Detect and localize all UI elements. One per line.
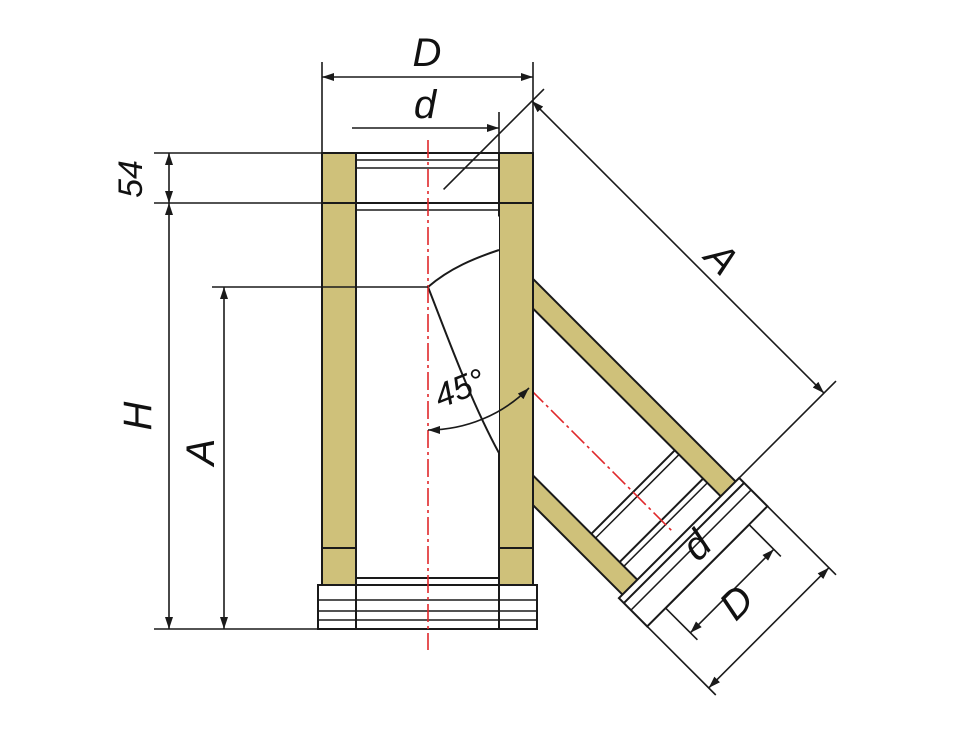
- branch-opening-curve: [427, 249, 500, 288]
- dim-branch-D-line: [708, 567, 830, 689]
- main-pipe: [317, 140, 538, 650]
- label-54: 54: [112, 160, 150, 198]
- dim-branch-d-ext-top: [748, 524, 782, 557]
- label-H: H: [116, 401, 160, 430]
- label-D-branch: D: [711, 577, 763, 629]
- branch-socket-ring: [623, 482, 745, 604]
- label-d-top: d: [414, 83, 438, 127]
- dim-branch-A-ext-start: [442, 88, 545, 190]
- label-D-top: D: [413, 31, 442, 75]
- branch-dimensions: [442, 88, 837, 696]
- dim-branch-D-ext-bottom: [646, 625, 717, 696]
- dimensions: [154, 62, 534, 630]
- angle-arc: [427, 387, 530, 434]
- dim-branch-D-ext-top: [766, 505, 837, 576]
- dim-branch-A-ext-end: [738, 380, 837, 479]
- dim-branch-A-line: [531, 100, 825, 394]
- dim-branch-d-ext-bottom: [665, 607, 698, 641]
- label-A-branch: A: [695, 232, 746, 283]
- label-A-vertical: A: [179, 439, 223, 468]
